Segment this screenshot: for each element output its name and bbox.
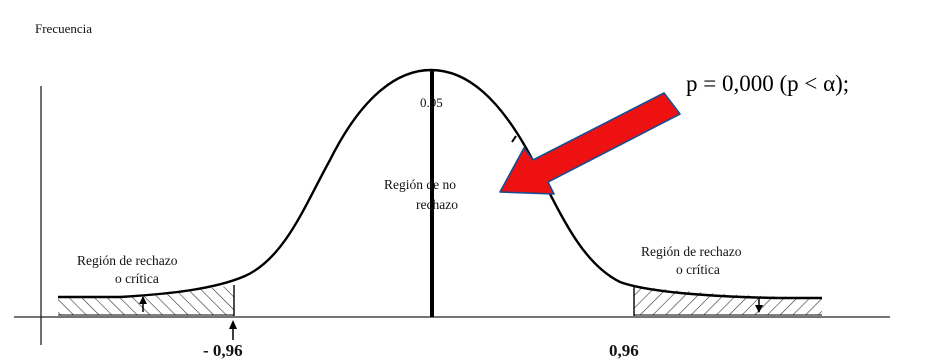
center-value: 0.95 [420,95,443,110]
p-value-annotation: p = 0,000 (p < α); [686,71,849,96]
y-axis-label: Frecuencia [35,21,92,36]
small-up-arrow-icon [229,320,237,340]
right-rejection-label-line2: o crítica [676,262,720,277]
left-rejection-label-line1: Región de rechazo [77,253,178,268]
acceptance-region-line2: rechazo [416,197,458,212]
left-critical-value: - 0,96 [203,341,243,360]
left-rejection-label-line2: o crítica [115,271,159,286]
small-up-arrow-icon [755,297,763,313]
left-rejection-shading [58,285,234,315]
red-arrow-icon [499,92,681,195]
right-critical-value: 0,96 [609,341,639,360]
acceptance-region-line1: Región de no [384,177,456,192]
small-up-arrow-icon [139,296,147,312]
right-rejection-label-line1: Región de rechazo [641,244,742,259]
curve-tick [511,135,517,143]
